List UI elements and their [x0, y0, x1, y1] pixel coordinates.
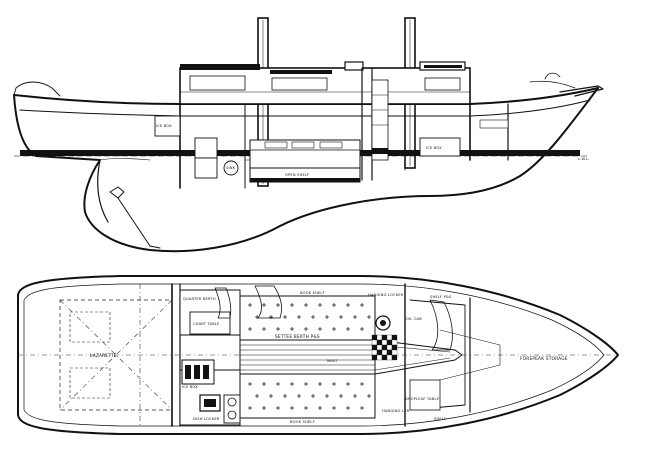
- hanging-locker: [409, 379, 441, 411]
- cockpit-area: [59, 284, 173, 426]
- cushion-pattern: [248, 303, 371, 410]
- label-forepeak-storage: FOREPEAK STORAGE: [520, 356, 568, 362]
- settee-berth-starboard: [239, 373, 376, 419]
- label-lwl: L.W.L.: [578, 157, 590, 161]
- label-sink-profile: SINK: [226, 166, 236, 170]
- label-chart-table: CHART TABLE: [193, 322, 220, 326]
- rudder: [109, 186, 161, 249]
- bow-sprit: [559, 85, 604, 97]
- label-hanging-lkr: HANGING LKR: [382, 409, 410, 413]
- chart-table: [189, 311, 231, 335]
- cabin-trunk: [179, 61, 471, 105]
- sail-bag-2: [254, 285, 282, 319]
- label-settee-berth: SETTEE BERTH P&S: [275, 334, 320, 340]
- label-shelf-port: SHELF: [434, 417, 446, 421]
- label-book-shelf-stbd: BOOK SHELF: [290, 420, 315, 424]
- label-hanging-locker: HANGING LOCKER: [368, 293, 404, 297]
- label-ice-box-plan: ICE BOX: [182, 385, 198, 389]
- label-quarter-berth: QUARTER BERTH: [183, 297, 216, 301]
- label-book-shelf-port: BOOK SHELF: [300, 291, 325, 295]
- keel: [97, 159, 109, 223]
- label-ice-box-profile: ICE BOX: [156, 124, 172, 128]
- galley-stove: [223, 394, 241, 424]
- label-open-shelf-profile: OPEN SHELF: [285, 173, 309, 177]
- checkered-table: [371, 334, 398, 361]
- plan-hull-outline: [17, 275, 619, 435]
- hull-outline: [13, 87, 599, 253]
- label-oil-cab: OIL CAB: [406, 317, 422, 321]
- cabin-sole: [239, 339, 463, 375]
- label-dish-locker: DISH LOCKER: [193, 417, 220, 421]
- label-dropleaf-table: DROPLEAF TABLE: [405, 397, 440, 401]
- label-ice-box-aft-profile: ICE BOX: [426, 146, 442, 150]
- label-lazarette: LAZARETTE: [90, 353, 117, 359]
- label-mast: MAST: [327, 359, 338, 363]
- profile-view: ICE BOX SINK OPEN SHELF ICE BOX L.W.L.: [13, 17, 604, 253]
- bow-pulpit: [544, 72, 561, 80]
- stern-pulpit: [13, 81, 61, 97]
- plan-view: LAZARETTE QUARTER BERTH CHART TABLE ICE …: [17, 275, 619, 435]
- label-shelf-ps: SHELF P&S: [430, 295, 452, 299]
- sail-bag-3: [429, 299, 453, 351]
- sail-bag-1: [214, 287, 232, 319]
- profile-interior: [154, 67, 509, 189]
